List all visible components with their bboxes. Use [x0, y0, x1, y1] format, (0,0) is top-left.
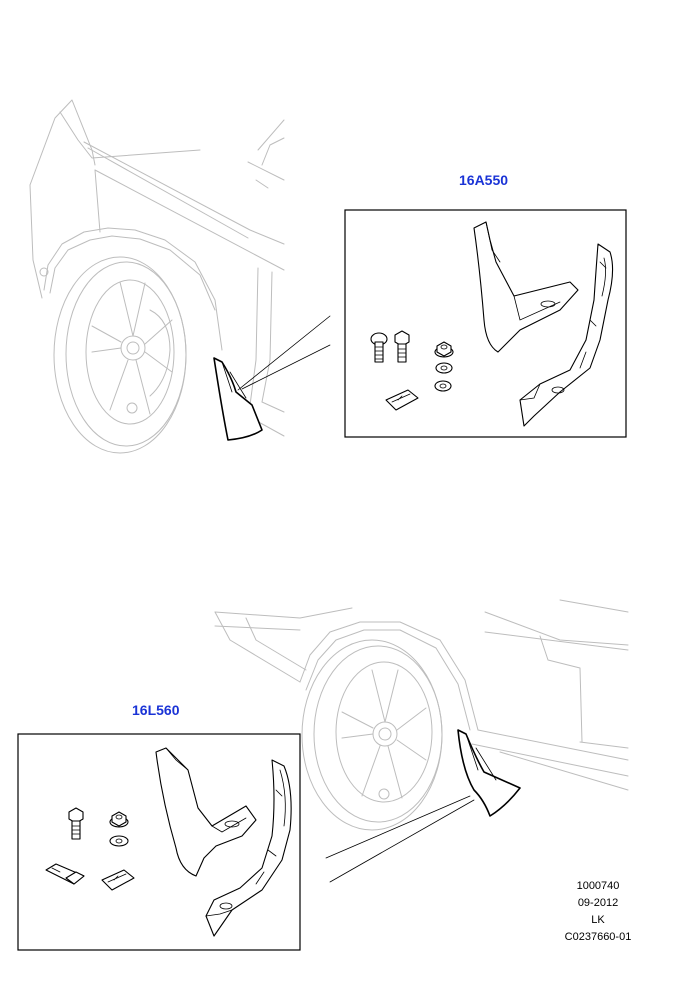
upper-leader-line-2: [241, 344, 331, 390]
upper-callout-box: [344, 209, 627, 438]
reference-code: LK: [591, 914, 605, 926]
upper-leader-line-1: [237, 315, 331, 391]
front-vehicle-outline: [29, 99, 285, 454]
upper-washer-1: [435, 362, 453, 374]
part-number-16L560[interactable]: 16L560: [132, 702, 180, 718]
upper-screw-2: [394, 330, 410, 363]
upper-clip: [385, 389, 419, 411]
front-mudflap-installed: [213, 357, 263, 441]
upper-right-mudflap: [519, 243, 614, 427]
upper-washer-2: [434, 380, 452, 392]
lower-screw: [68, 807, 84, 840]
reference-number: 1000740: [576, 880, 620, 892]
reference-illustration-id: C0237660-01: [564, 931, 632, 943]
lower-right-mudflap: [205, 759, 292, 937]
reference-date: 09-2012: [577, 897, 619, 909]
rear-vehicle-outline: [214, 599, 629, 831]
upper-screw-1: [370, 332, 388, 363]
reference-block: 1000740 09-2012 LK C0237660-01: [553, 878, 643, 946]
lower-left-mudflap: [155, 747, 257, 877]
upper-nut: [434, 341, 454, 358]
lower-leader-line-1: [325, 795, 471, 859]
rear-mudflap-installed: [457, 729, 521, 817]
lower-washer: [109, 835, 129, 847]
lower-leader-line-2: [329, 799, 475, 883]
part-number-16A550[interactable]: 16A550: [459, 172, 509, 188]
lower-clip-1: [45, 863, 85, 885]
lower-clip-2: [101, 869, 135, 891]
lower-nut: [109, 811, 129, 828]
upper-left-mudflap: [473, 221, 579, 353]
lower-callout-box: [17, 733, 301, 951]
